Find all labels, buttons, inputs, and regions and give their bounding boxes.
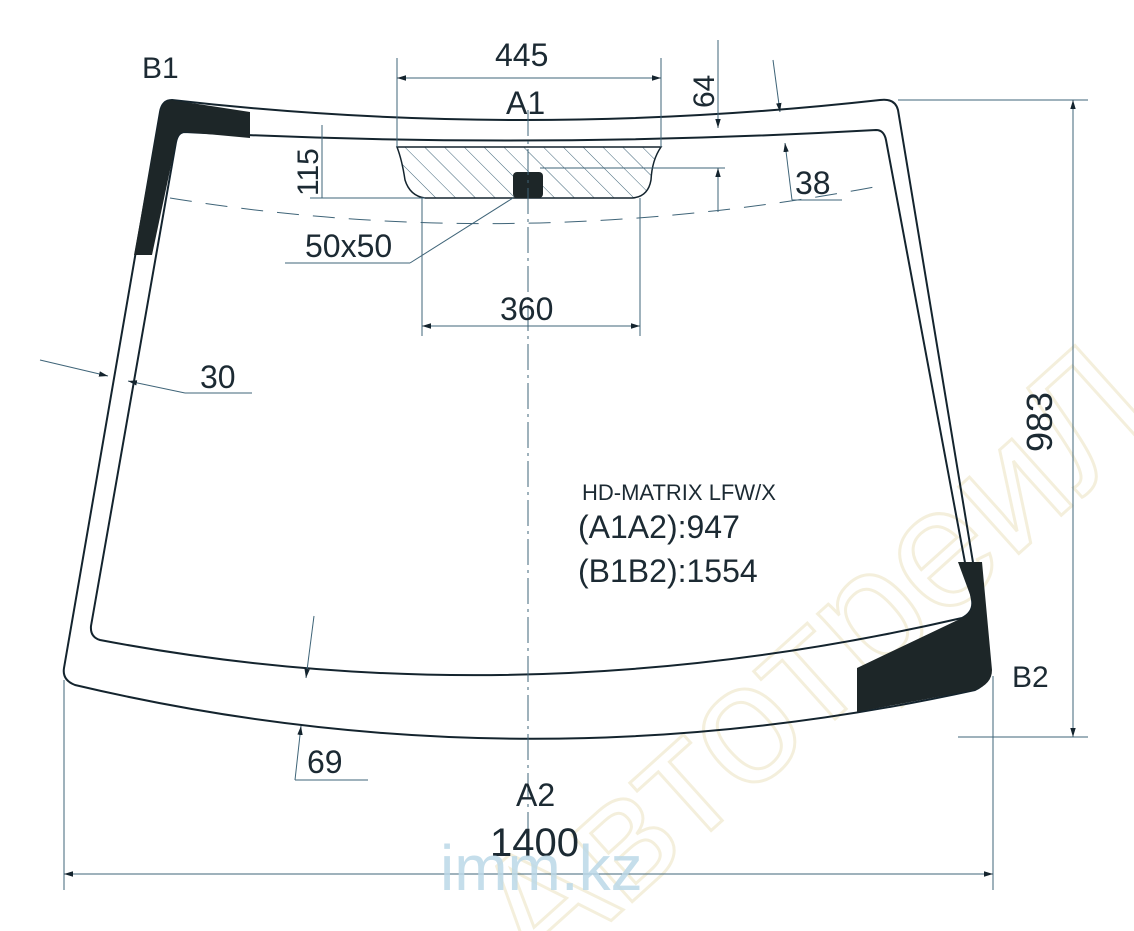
- dim-983-label: 983: [1019, 392, 1060, 452]
- black-band-top-left: [134, 100, 250, 255]
- dim-115-label: 115: [292, 148, 325, 196]
- dim-64-label: 64: [688, 75, 721, 108]
- wiper-zone-line: [169, 184, 886, 225]
- dim-38-label: 38: [795, 165, 831, 201]
- part-code: HD-MATRIX LFW/X: [582, 480, 776, 505]
- point-a1-label: A1: [506, 85, 545, 121]
- dim-30-label: 30: [200, 359, 236, 395]
- b1b2-value: (B1B2):1554: [578, 553, 758, 589]
- glass-outer-contour: [62, 98, 992, 740]
- dim-445-label: 445: [495, 37, 548, 73]
- point-b1-label: B1: [142, 52, 179, 85]
- dim-360-label: 360: [500, 291, 553, 327]
- a1a2-value: (A1A2):947: [578, 509, 740, 545]
- point-b2-label: B2: [1012, 661, 1049, 694]
- sensor-square: [513, 172, 543, 198]
- dim-50x50-label: 50x50: [305, 228, 392, 264]
- black-band-bottom-right: [857, 562, 992, 712]
- dim-1400-label: 1400: [490, 821, 579, 865]
- site-watermark: imm.kz: [440, 832, 643, 904]
- dim-69-label: 69: [307, 744, 343, 780]
- glass-inner-contour: [89, 128, 974, 677]
- point-a2-label: A2: [516, 777, 555, 813]
